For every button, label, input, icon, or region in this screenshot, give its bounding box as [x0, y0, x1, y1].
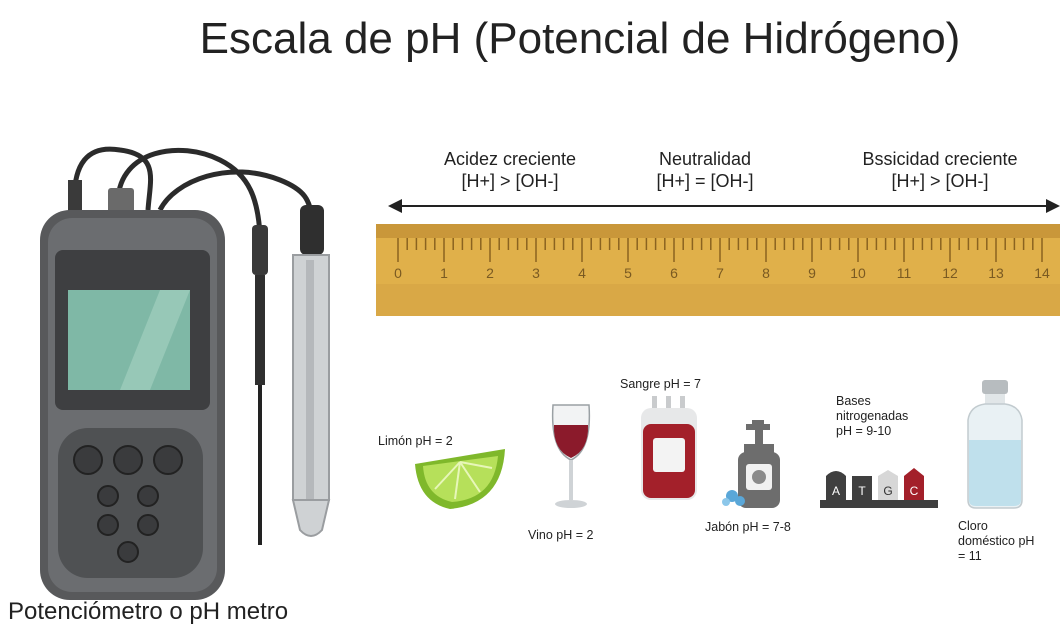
bleach-label-line3: = 11 — [958, 549, 982, 563]
ruler-number: 6 — [670, 265, 678, 281]
neutrality-label: Neutralidad [H+] = [OH-] — [630, 148, 780, 192]
base-letter-a: A — [832, 484, 840, 498]
nitrogenous-bases-icon: A T G C — [820, 468, 938, 508]
bases-label: Bases nitrogenadas pH = 9-10 — [836, 394, 908, 439]
bleach-label: Cloro doméstico pH = 11 — [958, 519, 1034, 564]
basicity-name: Bssicidad creciente — [862, 149, 1018, 169]
base-letter-g: G — [883, 484, 892, 498]
neutrality-relation: [H+] = [OH-] — [656, 171, 754, 191]
base-letter-c: C — [910, 484, 919, 498]
ruler-number: 13 — [988, 265, 1004, 281]
ruler-number: 11 — [897, 265, 912, 281]
ruler-number: 7 — [716, 265, 724, 281]
basicity-label: Bssicidad creciente [H+] > [OH-] — [830, 148, 1050, 192]
blood-bag-icon — [641, 396, 697, 500]
acidity-name: Acidez creciente — [443, 149, 577, 169]
neutrality-name: Neutralidad — [658, 149, 752, 169]
bleach-bottle-icon — [967, 380, 1023, 509]
bases-label-line3: pH = 9-10 — [836, 424, 892, 438]
blood-label: Sangre pH = 7 — [620, 377, 701, 391]
base-letter-t: T — [858, 484, 866, 498]
page-title: Escala de pH (Potencial de Hidrógeno) — [199, 14, 961, 63]
basicity-relation: [H+] > [OH-] — [891, 171, 989, 191]
ph-meter-illustration — [40, 146, 331, 600]
ruler-number: 5 — [624, 265, 632, 281]
ruler-number: 12 — [942, 265, 958, 281]
lemon-icon — [415, 449, 505, 509]
bases-label-line2: nitrogenadas — [836, 409, 909, 423]
ruler-number: 8 — [762, 265, 770, 281]
ruler-number: 10 — [850, 265, 866, 281]
soap-icon — [722, 420, 780, 508]
meter-caption: Potenciómetro o pH metro — [8, 598, 289, 625]
acidity-label: Acidez creciente [H+] > [OH-] — [405, 148, 615, 192]
ruler-number: 4 — [578, 265, 586, 281]
ruler-number: 1 — [440, 265, 448, 281]
wine-glass-icon — [551, 404, 591, 508]
ruler-number: 3 — [532, 265, 540, 281]
ruler-number: 9 — [808, 265, 816, 281]
wine-label: Vino pH = 2 — [528, 528, 594, 542]
bases-label-line1: Bases — [836, 394, 871, 408]
bleach-label-line2: doméstico pH — [958, 534, 1035, 548]
bleach-label-line1: Cloro — [958, 519, 988, 533]
lemon-label: Limón pH = 2 — [378, 434, 453, 448]
ruler-number: 14 — [1034, 265, 1050, 281]
ruler-number: 2 — [486, 265, 494, 281]
ruler-ticks — [397, 238, 1043, 262]
ruler-number: 0 — [394, 265, 402, 281]
soap-label: Jabón pH = 7-8 — [705, 520, 791, 534]
double-arrow — [388, 199, 1060, 213]
acidity-relation: [H+] > [OH-] — [461, 171, 559, 191]
